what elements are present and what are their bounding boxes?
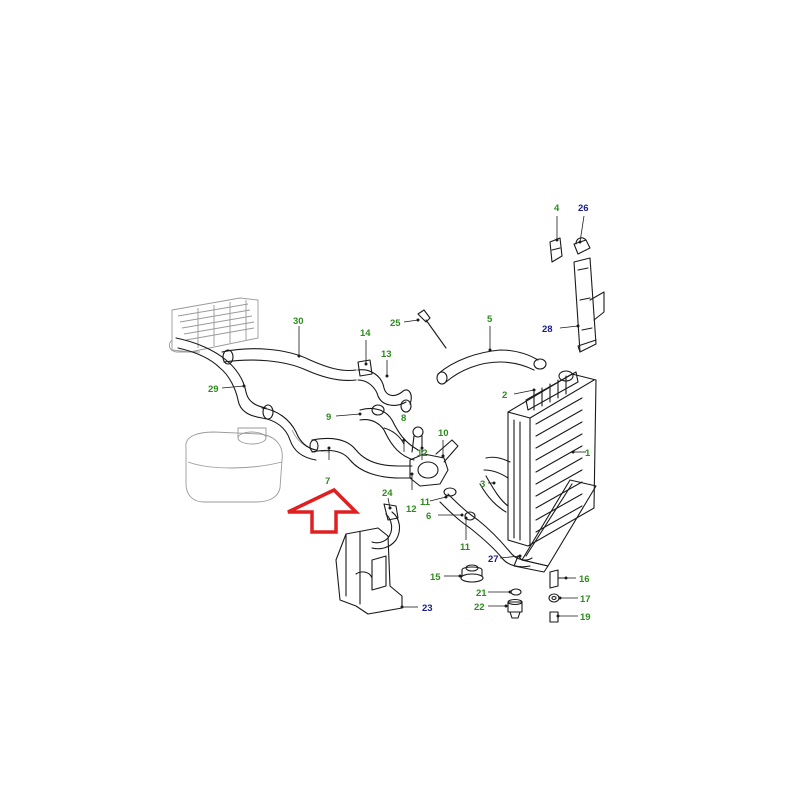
label-1: 1	[585, 448, 591, 459]
clamp-14	[357, 359, 373, 377]
hose-29	[175, 337, 317, 461]
label-29: 29	[208, 384, 219, 395]
hose-6	[439, 487, 533, 568]
label-21: 21	[476, 588, 487, 599]
hose-8	[383, 427, 405, 445]
label-12a: 12	[417, 448, 428, 459]
hose-30	[221, 348, 357, 382]
grommet-15	[460, 564, 484, 583]
label-19: 19	[580, 612, 591, 623]
label-15: 15	[430, 572, 441, 583]
label-9: 9	[326, 412, 331, 423]
label-6: 6	[426, 511, 431, 522]
label-4: 4	[554, 203, 560, 214]
label-17: 17	[580, 594, 591, 605]
label-12b: 12	[406, 504, 417, 515]
rod-25	[417, 309, 447, 349]
stud-19	[549, 611, 559, 623]
label-14: 14	[360, 328, 371, 339]
radiator-pipe-3	[479, 475, 509, 513]
radiator	[483, 370, 597, 547]
part-labels: 1 2 3 4 5 6 7 8 9 10 11 11 12 12 13 14 1…	[208, 203, 591, 623]
hose-13	[357, 369, 412, 413]
upper-bracket	[573, 257, 605, 353]
label-22: 22	[474, 602, 485, 613]
heater-core-ghost	[168, 297, 259, 353]
label-3: 3	[480, 479, 485, 490]
red-arrow	[287, 487, 361, 534]
expansion-tank-ghost	[185, 427, 283, 503]
hose-7	[309, 437, 413, 479]
label-11b: 11	[460, 542, 471, 553]
label-13: 13	[381, 349, 392, 360]
label-11a: 11	[420, 497, 431, 508]
hose-5	[436, 349, 547, 385]
oring-21	[510, 588, 522, 596]
clip-4	[549, 237, 563, 263]
hose-24	[371, 503, 401, 550]
label-25: 25	[390, 318, 401, 329]
label-2: 2	[502, 390, 507, 401]
label-10: 10	[438, 428, 449, 439]
label-7: 7	[325, 476, 330, 487]
label-28: 28	[542, 324, 553, 335]
label-30: 30	[293, 316, 304, 327]
bolt-16	[549, 569, 567, 589]
washer-17	[548, 593, 560, 603]
label-5: 5	[487, 314, 493, 325]
lower-bracket	[335, 527, 403, 615]
label-8: 8	[401, 413, 406, 424]
label-26: 26	[578, 203, 589, 214]
label-23: 23	[422, 603, 433, 614]
label-16: 16	[579, 574, 590, 585]
hose-9	[359, 404, 419, 461]
clip-26	[573, 237, 591, 255]
cap-22	[507, 598, 523, 619]
leader-lines	[221, 215, 586, 618]
lower-deflector	[513, 479, 597, 573]
label-27: 27	[488, 554, 499, 565]
label-24: 24	[382, 488, 393, 499]
